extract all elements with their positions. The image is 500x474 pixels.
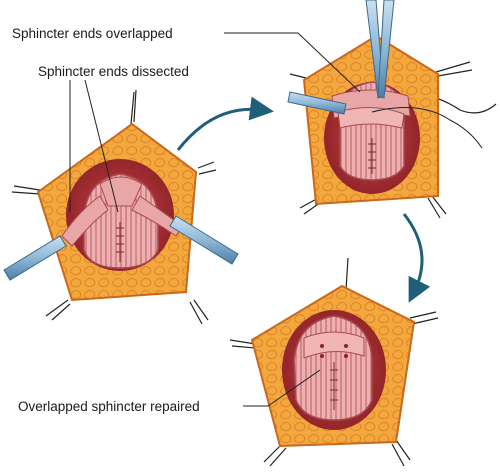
panel-repaired [229, 257, 439, 467]
suture-line [330, 362, 338, 410]
suture-knots [320, 344, 348, 358]
curved-arrow-icon [176, 96, 274, 151]
label-sphincter-ends-overlapped: Sphincter ends overlapped [12, 26, 173, 41]
suture-line [368, 138, 376, 174]
leader-lines [69, 32, 361, 407]
suture-line [116, 222, 124, 262]
panel-overlapped [287, 0, 497, 219]
forceps-icon [365, 0, 395, 99]
retractor-icon [287, 91, 347, 115]
suture-icon [229, 257, 439, 467]
sphincter-overlap-repaired [303, 331, 365, 359]
label-overlapped-sphincter-repaired: Overlapped sphincter repaired [18, 399, 200, 414]
retractor-icon [3, 215, 239, 281]
label-sphincter-ends-dissected: Sphincter ends dissected [38, 64, 189, 79]
suture-thread [371, 107, 483, 149]
suture-icon [11, 89, 217, 325]
curved-arrow-icon [402, 213, 431, 303]
sphincter-end-left [61, 195, 109, 247]
panel-dissected [3, 89, 239, 325]
